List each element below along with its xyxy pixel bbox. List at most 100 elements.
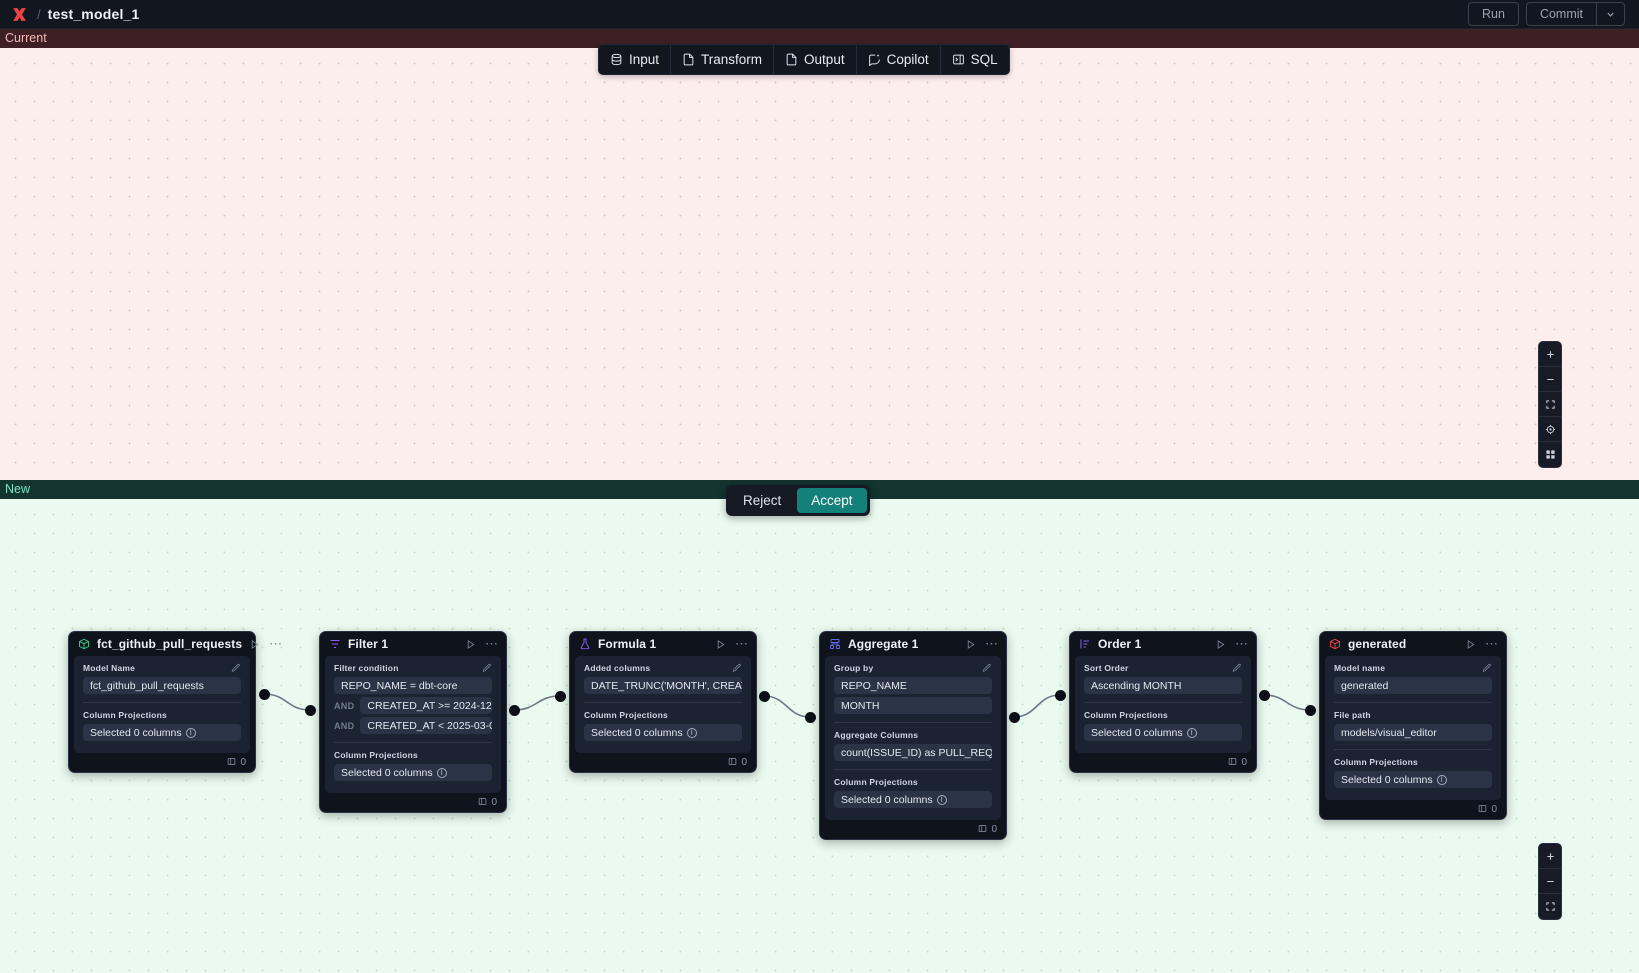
- more-options-icon[interactable]: ⋯: [1485, 636, 1499, 651]
- play-icon[interactable]: [965, 639, 976, 650]
- value-chip[interactable]: count(ISSUE_ID) as PULL_REQUEST_…: [834, 744, 992, 761]
- fit-view-button[interactable]: [1539, 894, 1561, 919]
- play-icon[interactable]: [465, 639, 476, 650]
- node-header[interactable]: Formula 1 ⋯: [570, 632, 756, 656]
- value-chip[interactable]: models/visual_editor: [1334, 724, 1492, 741]
- accept-button[interactable]: Accept: [797, 488, 867, 513]
- play-icon[interactable]: [1215, 639, 1226, 650]
- field-divider: [334, 742, 492, 743]
- info-icon[interactable]: i: [185, 727, 196, 738]
- value-chip[interactable]: fct_github_pull_requests: [83, 677, 241, 694]
- info-icon[interactable]: i: [936, 794, 947, 805]
- toolbar-item-copilot[interactable]: Copilot: [857, 45, 941, 74]
- info-icon[interactable]: i: [1436, 774, 1447, 785]
- node-connector-dot[interactable]: [1258, 689, 1270, 701]
- node-header[interactable]: Order 1 ⋯: [1070, 632, 1256, 656]
- more-options-icon[interactable]: ⋯: [269, 636, 284, 651]
- reject-button[interactable]: Reject: [729, 488, 795, 513]
- value-chip[interactable]: MONTH: [834, 697, 992, 714]
- more-options-icon[interactable]: ⋯: [485, 636, 499, 651]
- value-chip[interactable]: CREATED_AT < 2025-03-01: [360, 717, 492, 734]
- node-connector-dot[interactable]: [554, 690, 566, 702]
- zoom-in-button[interactable]: [1539, 342, 1561, 367]
- value-chip[interactable]: generated: [1334, 677, 1492, 694]
- value-chip[interactable]: CREATED_AT >= 2024-12-01: [360, 697, 492, 714]
- graph-node-fct_github_pull_requests[interactable]: fct_github_pull_requests ⋯ Model Name fct…: [68, 631, 282, 773]
- node-title: Formula 1: [598, 637, 657, 651]
- current-pane-label: Current: [0, 29, 1639, 48]
- edit-pencil-icon[interactable]: [1232, 663, 1242, 673]
- value-chip[interactable]: Ascending MONTH: [1084, 677, 1242, 694]
- toolbar-item-output[interactable]: Output: [774, 45, 857, 74]
- node-field: Model name generated: [1334, 663, 1492, 694]
- info-icon[interactable]: i: [1186, 727, 1197, 738]
- play-icon[interactable]: [715, 639, 726, 650]
- chip-text: DATE_TRUNC('MONTH', CREATED_AT…: [591, 679, 742, 692]
- node-header[interactable]: Aggregate 1 ⋯: [820, 632, 1006, 656]
- play-icon[interactable]: [249, 639, 260, 650]
- node-connector-dot[interactable]: [1008, 711, 1020, 723]
- node-connector-dot[interactable]: [1304, 704, 1316, 716]
- node-connector-dot[interactable]: [758, 690, 770, 702]
- zoom-out-button[interactable]: [1539, 869, 1561, 894]
- edit-pencil-icon[interactable]: [982, 663, 992, 673]
- value-chip[interactable]: REPO_NAME: [834, 677, 992, 694]
- new-version-canvas[interactable]: New fct_github_pull_requests ⋯Model Name…: [0, 480, 1639, 973]
- commit-button[interactable]: Commit: [1525, 2, 1596, 26]
- graph-node-formula_1[interactable]: Formula 1 ⋯Added columns DATE_TRUNC('MON…: [569, 631, 757, 773]
- edit-pencil-icon[interactable]: [482, 663, 492, 673]
- play-icon[interactable]: [1465, 639, 1476, 650]
- edit-pencil-icon[interactable]: [1482, 663, 1492, 673]
- edit-pencil-icon[interactable]: [732, 663, 742, 673]
- node-connector-dot[interactable]: [804, 711, 816, 723]
- toolbar-item-input[interactable]: Input: [599, 45, 672, 74]
- node-connector-dot[interactable]: [508, 704, 520, 716]
- more-options-icon[interactable]: ⋯: [985, 636, 999, 651]
- fit-view-button[interactable]: [1539, 392, 1561, 417]
- edit-pencil-icon[interactable]: [231, 663, 241, 673]
- chip-text: Ascending MONTH: [1091, 679, 1182, 692]
- diff-decision-bar: Reject Accept: [726, 485, 870, 516]
- edge-path: [763, 695, 811, 718]
- info-icon[interactable]: i: [436, 767, 447, 778]
- sql-panel-icon: [952, 53, 965, 66]
- node-connector-dot[interactable]: [258, 688, 270, 700]
- more-options-icon[interactable]: ⋯: [1235, 636, 1249, 651]
- node-connector-dot[interactable]: [1054, 689, 1066, 701]
- column-count: 0: [240, 757, 246, 768]
- current-version-canvas[interactable]: Current: [0, 29, 1639, 480]
- node-header[interactable]: Filter 1 ⋯: [320, 632, 506, 656]
- value-chip[interactable]: DATE_TRUNC('MONTH', CREATED_AT…: [584, 677, 742, 694]
- columns-icon: [728, 757, 737, 769]
- zoom-out-button[interactable]: [1539, 367, 1561, 392]
- node-header[interactable]: generated ⋯: [1320, 632, 1506, 656]
- toggle-grid-button[interactable]: [1539, 442, 1561, 467]
- chevron-down-icon[interactable]: [1596, 2, 1625, 26]
- toolbar-item-sql[interactable]: SQL: [941, 45, 1009, 74]
- node-connector-dot[interactable]: [304, 704, 316, 716]
- node-field: Model Name fct_github_pull_requests: [83, 663, 241, 694]
- value-chip[interactable]: REPO_NAME = dbt-core: [334, 677, 492, 694]
- run-button[interactable]: Run: [1468, 2, 1519, 26]
- zoom-in-button[interactable]: [1539, 844, 1561, 869]
- chip-text: Selected 0 columns: [591, 726, 683, 739]
- graph-node-filter_1[interactable]: Filter 1 ⋯Filter condition REPO_NAME = d…: [319, 631, 507, 813]
- node-header[interactable]: fct_github_pull_requests ⋯: [69, 632, 282, 656]
- center-view-button[interactable]: [1539, 417, 1561, 442]
- brand-x-logo[interactable]: [8, 3, 30, 25]
- info-icon[interactable]: i: [686, 727, 697, 738]
- toolbar-item-transform[interactable]: Transform: [671, 45, 775, 74]
- more-options-icon[interactable]: ⋯: [735, 636, 749, 651]
- edge-path: [1013, 694, 1061, 718]
- field-label-text: Model name: [1334, 663, 1386, 673]
